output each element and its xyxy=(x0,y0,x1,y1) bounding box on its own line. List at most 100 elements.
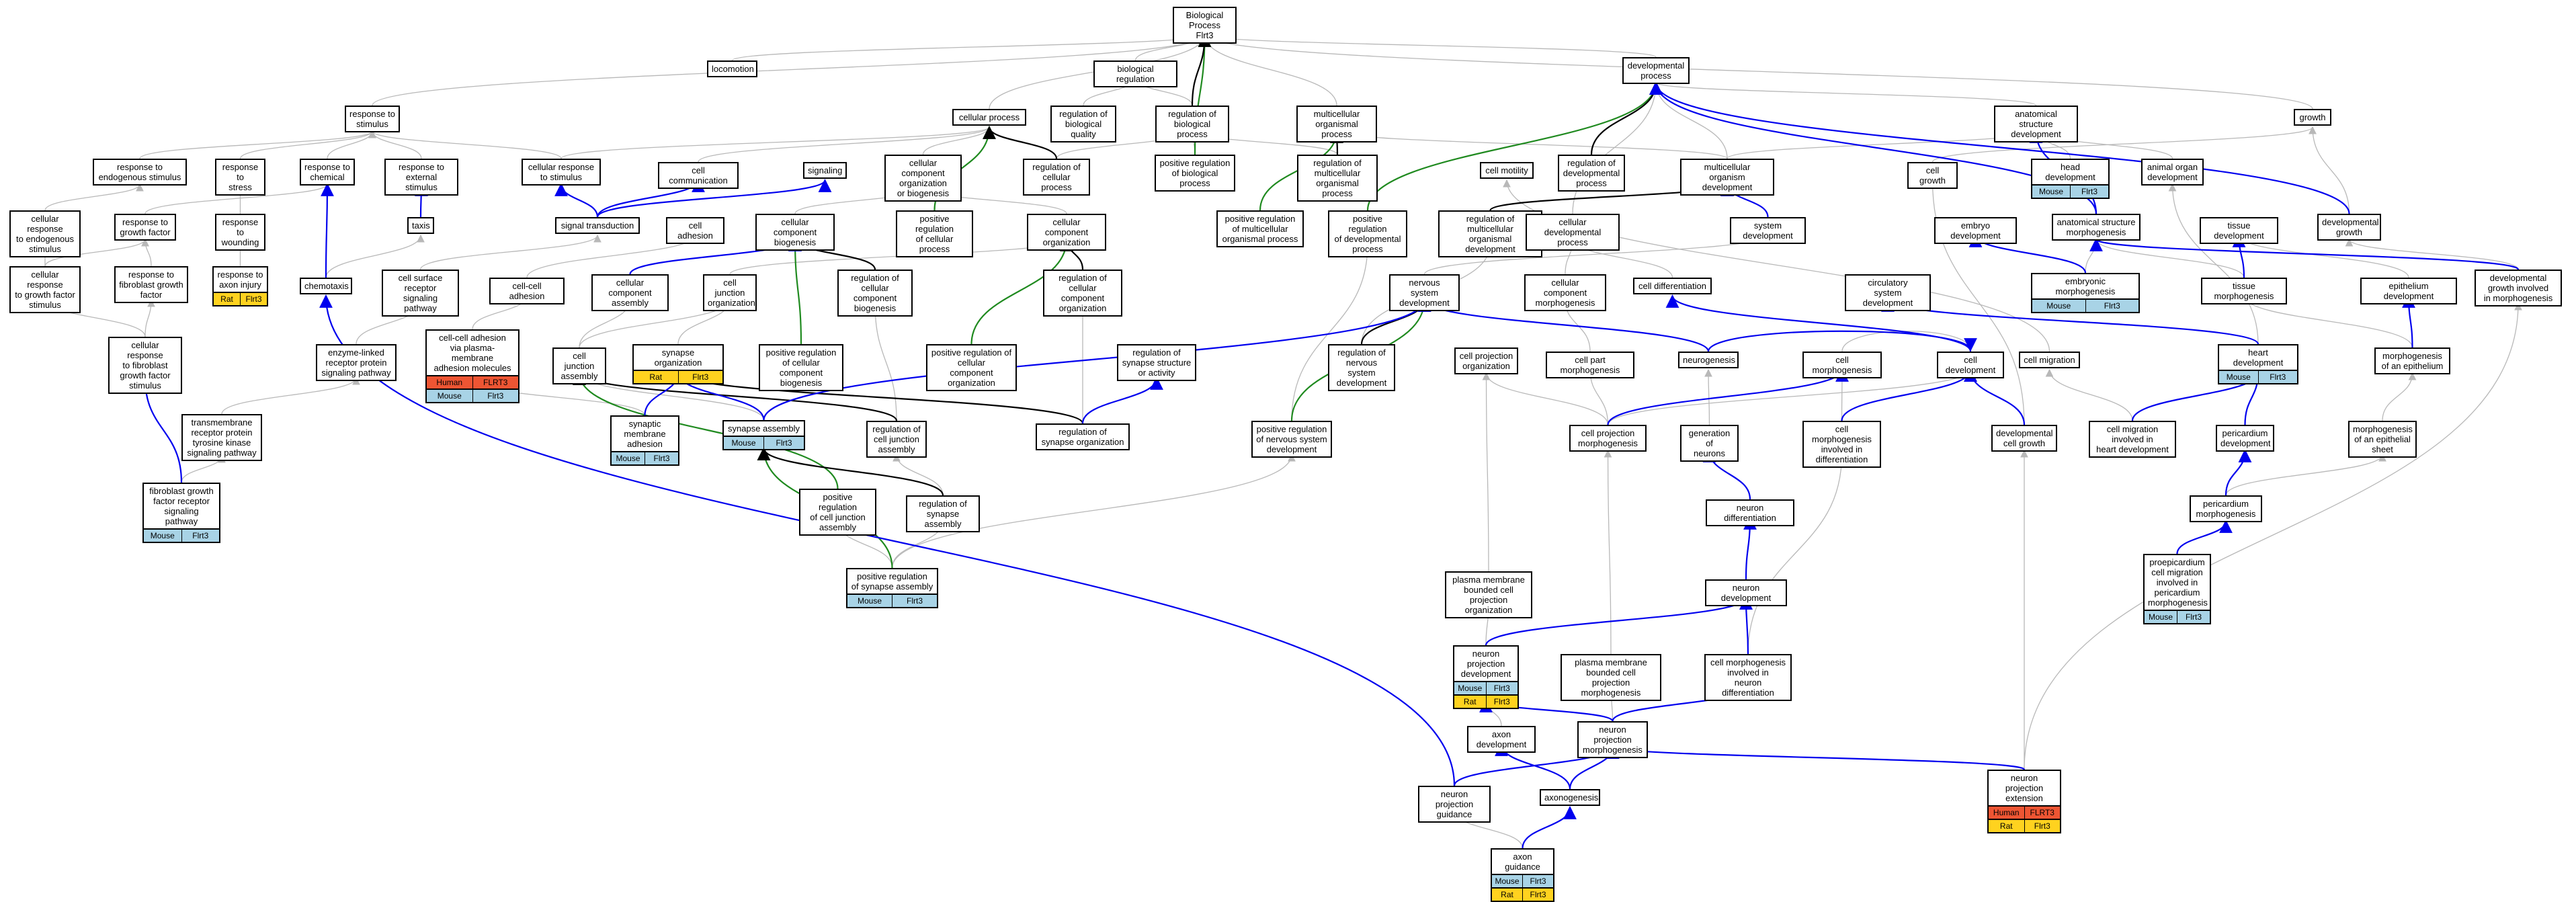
go-node-cell-resp-endo[interactable]: cellular response to endogenous stimulus xyxy=(9,210,81,257)
go-node-reg-syn-struct[interactable]: regulation of synapse structure or activ… xyxy=(1117,344,1196,381)
go-node-taxis[interactable]: taxis xyxy=(407,217,434,234)
go-node-cell-morph-diff[interactable]: cell morphogenesis involved in different… xyxy=(1802,421,1881,468)
go-node-cell-resp-fgf[interactable]: cellular response to fibroblast growth f… xyxy=(108,337,182,394)
go-node-enzyme-linked[interactable]: enzyme-linked receptor protein signaling… xyxy=(316,344,397,381)
go-node-reg-dev-proc[interactable]: regulation of developmental process xyxy=(1558,155,1625,192)
go-node-cell-cell-adhesion[interactable]: cell-cell adhesion xyxy=(489,278,565,304)
go-node-cell-surface-rsp[interactable]: cell surface receptor signaling pathway xyxy=(382,270,459,317)
go-node-neuron-dev[interactable]: neuron development xyxy=(1705,579,1787,606)
go-node-axon-dev[interactable]: axon development xyxy=(1467,726,1536,753)
go-node-animal-organ-dev[interactable]: animal organ development xyxy=(2141,159,2204,186)
go-node-signaling[interactable]: signaling xyxy=(803,162,847,179)
go-node-reg-cell-proc[interactable]: regulation of cellular process xyxy=(1023,159,1090,196)
go-node-reg-syn-org[interactable]: regulation of synapse organization xyxy=(1036,423,1130,450)
go-node-dev-growth[interactable]: developmental growth xyxy=(2317,214,2381,241)
go-node-mc-org-process[interactable]: multicellular organismal process xyxy=(1296,106,1377,142)
go-node-neuron-proj-guid[interactable]: neuron projection guidance xyxy=(1418,786,1491,823)
go-node-bp[interactable]: Biological Process Flrt3 xyxy=(1173,7,1237,44)
go-node-reg-biol-quality[interactable]: regulation of biological quality xyxy=(1050,106,1116,142)
go-node-dev-growth-morph[interactable]: developmental growth involved in morphog… xyxy=(2475,270,2562,306)
go-node-cell-resp-stim[interactable]: cellular response to stimulus xyxy=(522,159,601,186)
go-node-cell-dev-proc[interactable]: cellular developmental process xyxy=(1526,214,1620,251)
go-node-morph-epith-sheet[interactable]: morphogenesis of an epithelial sheet xyxy=(2348,421,2417,458)
go-node-cc-assembly[interactable]: cellular component assembly xyxy=(591,274,669,311)
go-node-nervous-sys-dev[interactable]: nervous system development xyxy=(1389,274,1460,311)
go-node-cell-proj-org[interactable]: cell projection organization xyxy=(1454,347,1518,374)
go-node-morph-epith[interactable]: morphogenesis of an epithelium xyxy=(2374,347,2450,374)
go-node-cell-proj-morph[interactable]: cell projection morphogenesis xyxy=(1569,425,1647,452)
go-node-tk-pathway[interactable]: transmembrane receptor protein tyrosine … xyxy=(181,414,262,461)
go-node-growth[interactable]: growth xyxy=(2294,109,2331,126)
go-node-resp-endo[interactable]: response to endogenous stimulus xyxy=(93,159,187,186)
go-node-resp-ext[interactable]: response to external stimulus xyxy=(384,159,458,196)
go-node-mc-org-dev[interactable]: multicellular organism development xyxy=(1680,159,1774,196)
go-node-reg-ns-dev[interactable]: regulation of nervous system development xyxy=(1328,344,1395,391)
go-node-cell-resp-gf[interactable]: cellular response to growth factor stimu… xyxy=(9,266,81,313)
go-node-cell-morph-neuron-diff[interactable]: cell morphogenesis involved in neuron di… xyxy=(1704,654,1792,701)
go-node-reg-cc-org[interactable]: regulation of cellular component organiz… xyxy=(1043,270,1122,317)
go-node-reg-syn-assembly[interactable]: regulation of synapse assembly xyxy=(906,495,980,532)
go-node-signal-trans[interactable]: signal transduction xyxy=(555,217,640,234)
go-node-embryo-dev[interactable]: embryo development xyxy=(1934,217,2017,244)
go-node-resp-stim[interactable]: response to stimulus xyxy=(345,106,400,132)
go-node-gen-neurons[interactable]: generation of neurons xyxy=(1680,425,1739,462)
go-node-pos-reg-mc-org[interactable]: positive regulation of multicellular org… xyxy=(1216,210,1304,247)
go-node-tissue-dev[interactable]: tissue development xyxy=(2200,217,2278,244)
go-node-resp-gf[interactable]: response to growth factor xyxy=(114,214,176,241)
go-node-cell-dev[interactable]: cell development xyxy=(1937,352,2004,378)
go-node-pos-reg-dev-proc[interactable]: positive regulation of developmental pro… xyxy=(1328,210,1407,257)
go-node-cell-process[interactable]: cellular process xyxy=(952,109,1026,126)
go-node-pericardium-morph[interactable]: pericardium morphogenesis xyxy=(2190,495,2262,522)
go-node-cc-org[interactable]: cellular component organization xyxy=(1027,214,1106,251)
go-node-biol-reg[interactable]: biological regulation xyxy=(1093,60,1177,87)
go-node-cell-comm[interactable]: cell communication xyxy=(658,162,739,189)
go-node-reg-bp[interactable]: regulation of biological process xyxy=(1155,106,1229,142)
go-node-resp-chem[interactable]: response to chemical xyxy=(300,159,355,186)
go-node-fgfr-pathway[interactable]: fibroblast growth factor receptor signal… xyxy=(142,483,220,543)
go-node-reg-cc-biog[interactable]: regulation of cellular component biogene… xyxy=(837,270,913,317)
go-node-cc-morph[interactable]: cellular component morphogenesis xyxy=(1524,274,1606,311)
go-node-system-dev[interactable]: system development xyxy=(1730,217,1806,244)
go-node-reg-cj-assembly[interactable]: regulation of cell junction assembly xyxy=(866,421,927,458)
go-node-neuron-proj-morph[interactable]: neuron projection morphogenesis xyxy=(1577,721,1648,758)
go-node-cell-morph[interactable]: cell morphogenesis xyxy=(1802,352,1882,378)
go-node-pos-reg-bp[interactable]: positive regulation of biological proces… xyxy=(1155,155,1235,192)
go-node-pos-reg-cj-assembly[interactable]: positive regulation of cell junction ass… xyxy=(799,489,876,536)
go-node-pos-reg-cc-org[interactable]: positive regulation of cellular componen… xyxy=(926,344,1017,391)
go-node-cell-growth[interactable]: cell growth xyxy=(1907,162,1958,189)
go-node-cell-mig-heart[interactable]: cell migration involved in heart develop… xyxy=(2089,421,2176,458)
go-node-resp-fgf[interactable]: response to fibroblast growth factor xyxy=(114,266,188,303)
go-node-cell-part-morph[interactable]: cell part morphogenesis xyxy=(1546,352,1634,378)
go-node-reg-mc-org[interactable]: regulation of multicellular organismal p… xyxy=(1297,155,1378,202)
go-node-cell-adhesion[interactable]: cell adhesion xyxy=(666,217,724,244)
go-node-cell-diff[interactable]: cell differentiation xyxy=(1633,278,1712,294)
go-node-epith-dev[interactable]: epithelium development xyxy=(2360,278,2457,304)
go-node-pericardium-dev[interactable]: pericardium development xyxy=(2216,425,2274,452)
go-node-chemotaxis[interactable]: chemotaxis xyxy=(300,278,352,294)
go-node-pos-reg-cell-proc[interactable]: positive regulation of cellular process xyxy=(896,210,973,257)
go-node-pm-bounded-org[interactable]: plasma membrane bounded cell projection … xyxy=(1445,571,1532,618)
go-node-resp-stress[interactable]: response to stress xyxy=(215,159,265,196)
go-node-reg-mc-org-dev[interactable]: regulation of multicellular organismal d… xyxy=(1438,210,1542,257)
go-node-anat-struct-morph[interactable]: anatomical structure morphogenesis xyxy=(2052,214,2141,241)
go-node-axonogenesis[interactable]: axonogenesis xyxy=(1540,789,1600,806)
go-node-pos-reg-cc-biog[interactable]: positive regulation of cellular componen… xyxy=(759,344,843,391)
go-node-pm-bounded-morph[interactable]: plasma membrane bounded cell projection … xyxy=(1561,654,1661,701)
go-node-proepicardium[interactable]: proepicardium cell migration involved in… xyxy=(2143,554,2211,624)
go-node-cc-biogenesis[interactable]: cellular component biogenesis xyxy=(755,214,835,251)
go-node-tissue-morph[interactable]: tissue morphogenesis xyxy=(2201,278,2287,304)
go-node-cc-org-biog[interactable]: cellular component organization or bioge… xyxy=(884,155,962,202)
go-node-cell-junction-assembly[interactable]: cell junction assembly xyxy=(552,347,606,384)
go-node-dev-cell-growth[interactable]: developmental cell growth xyxy=(1991,425,2057,452)
go-node-pos-reg-ns-dev[interactable]: positive regulation of nervous system de… xyxy=(1251,421,1332,458)
go-node-cell-junction-org[interactable]: cell junction organization xyxy=(703,274,757,311)
